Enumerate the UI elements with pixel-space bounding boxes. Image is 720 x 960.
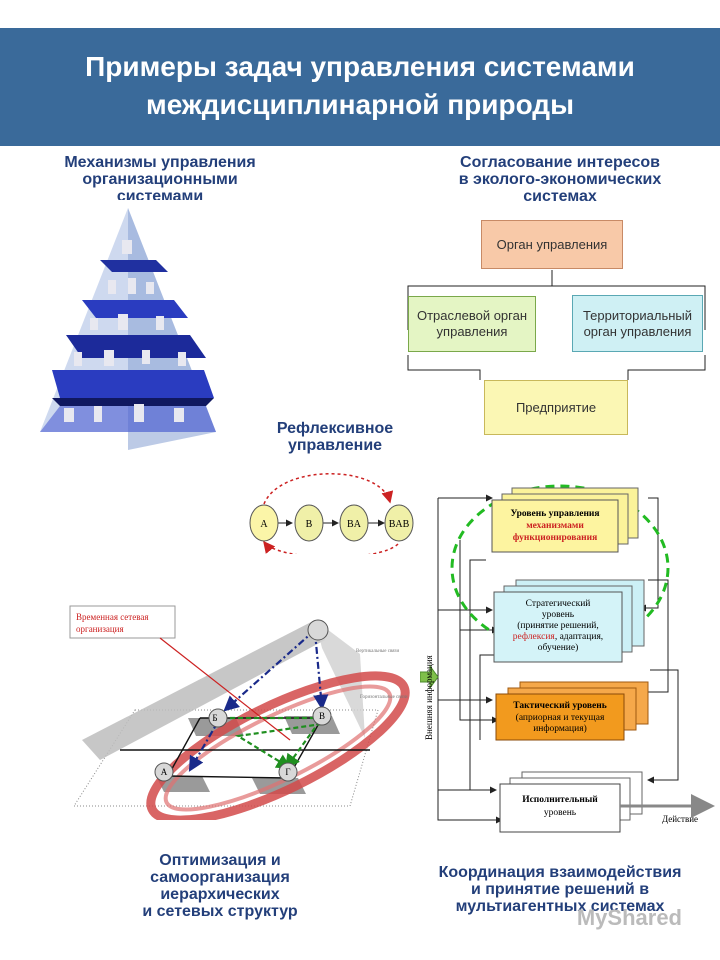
page-title-line1: Примеры задач управления системами <box>85 51 635 82</box>
reflex-node-a <box>249 504 279 542</box>
reflex-label-bab: BAB <box>389 519 410 530</box>
svg-text:функционирования: функционирования <box>513 532 597 543</box>
network-node-v <box>312 706 332 726</box>
caption-coordination: Координация взаимодействия и принятие ре… <box>438 864 682 915</box>
reflex-label-ba: BA <box>347 519 362 530</box>
svg-text:Б: Б <box>212 713 217 723</box>
svg-text:А: А <box>161 767 168 777</box>
page-title-line2: междисциплинарной природы <box>145 89 574 120</box>
network-node-a <box>154 762 174 782</box>
reflex-node-bab <box>384 504 414 542</box>
svg-text:Исполнительный: Исполнительный <box>522 794 598 805</box>
reflex-label-a: A <box>260 519 268 530</box>
reflex-label-b: B <box>306 519 313 530</box>
svg-text:информация): информация) <box>533 723 587 734</box>
caption-optimization: Оптимизация и самоорганизация иерархичес… <box>142 852 298 920</box>
action-label: Действие <box>662 814 698 824</box>
level2-stack: Стратегический уровень (принятие решений… <box>493 579 645 663</box>
level1-stack: Уровень управления механизмами функциони… <box>491 487 639 553</box>
reflex-chain: A B BA BAB <box>249 473 414 554</box>
reflex-node-ba <box>339 504 369 542</box>
pyramid-illustration <box>38 200 218 458</box>
network-node-g <box>278 762 298 782</box>
network-node-b <box>208 708 228 728</box>
caption-reflexive: Рефлексивное управление <box>276 420 394 454</box>
network-diagram: Б В А Г Временная сетевая организация Ве… <box>69 605 410 820</box>
org-box-enterprise: Предприятие <box>484 380 628 435</box>
svg-text:рефлексия, адаптация,: рефлексия, адаптация, <box>513 631 603 642</box>
svg-text:Г: Г <box>285 767 290 777</box>
network-label-vertical: Вертикальные связи <box>356 649 400 654</box>
level4-stack: Исполнительный уровень <box>499 771 643 833</box>
svg-text:Уровень управления: Уровень управления <box>510 509 599 519</box>
caption-mechanisms: Механизмы управления организационными си… <box>64 154 256 202</box>
watermark-logo: MyShared <box>576 905 682 930</box>
network-note-line1: Временная сетевая <box>76 612 149 622</box>
org-box-management: Орган управления <box>481 220 623 269</box>
network-label-horizontal: Горизонтальные связи <box>360 695 408 700</box>
external-info-label: Внешняя информация <box>424 655 434 740</box>
svg-text:механизмами: механизмами <box>526 521 584 531</box>
svg-text:уровень: уровень <box>542 610 575 620</box>
caption-interests: Согласование интересов в эколого-экономи… <box>458 154 662 204</box>
org-box-territorial: Территориальный орган управления <box>572 295 703 352</box>
svg-text:Тактический уровень: Тактический уровень <box>513 700 607 711</box>
svg-text:Стратегический: Стратегический <box>526 598 591 609</box>
network-note-line2: организация <box>76 624 124 634</box>
svg-text:В: В <box>319 711 325 721</box>
svg-text:(принятие решений,: (принятие решений, <box>517 620 599 631</box>
svg-text:уровень: уровень <box>544 808 577 818</box>
svg-text:(априорная и текущая: (априорная и текущая <box>516 712 605 723</box>
svg-text:обучение): обучение) <box>538 642 579 653</box>
org-box-sector: Отраслевой орган управления <box>408 296 536 352</box>
reflex-node-b <box>294 504 324 542</box>
level3-stack: Тактический уровень (априорная и текущая… <box>495 681 649 741</box>
external-info-arrow <box>420 664 439 690</box>
multiagent-diagram: Уровень управления механизмами функциони… <box>420 484 715 833</box>
title-banner: Примеры задач управления системами межди… <box>0 28 720 146</box>
